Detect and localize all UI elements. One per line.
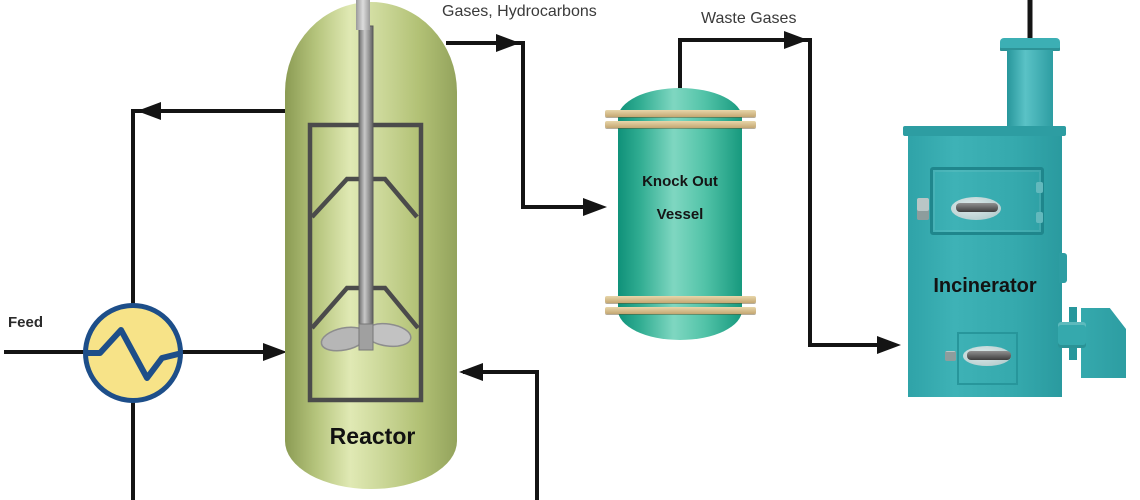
feed-arrowhead bbox=[263, 343, 287, 361]
door-hinge-icon bbox=[1036, 212, 1043, 223]
burner-housing-icon bbox=[1081, 308, 1126, 378]
gas-arrowhead-2 bbox=[583, 198, 607, 216]
reactor-internals bbox=[307, 25, 424, 403]
waste-gases-label: Waste Gases bbox=[701, 10, 797, 27]
impeller-icon bbox=[320, 322, 412, 352]
return-arrowhead bbox=[459, 363, 483, 381]
incinerator-stack-collar bbox=[1000, 38, 1060, 51]
waste-arrowhead-1 bbox=[784, 31, 808, 49]
gases-hydrocarbons-label: Gases, Hydrocarbons bbox=[442, 3, 597, 20]
agitator-shaft bbox=[358, 25, 374, 345]
return-line bbox=[463, 370, 539, 500]
upper-door-latch bbox=[917, 198, 929, 220]
gas-arrowhead-1 bbox=[496, 34, 520, 52]
upper-door-handle bbox=[956, 203, 998, 212]
heat-exchanger-zigzag bbox=[85, 327, 181, 381]
reactor-label: Reactor bbox=[329, 423, 416, 449]
knockout-vessel-label: Knock Out Vessel bbox=[618, 165, 742, 231]
waste-arrowhead-2 bbox=[877, 336, 901, 354]
incinerator-upper-door bbox=[930, 167, 1044, 235]
shaft-top-icon bbox=[356, 0, 370, 30]
incinerator-label: Incinerator bbox=[933, 275, 1037, 297]
vessel-band bbox=[605, 307, 756, 314]
incinerator-stack bbox=[1007, 50, 1053, 128]
gas-outlet-line bbox=[446, 41, 588, 209]
waste-gas-line bbox=[678, 38, 881, 347]
door-hinge-icon bbox=[1036, 182, 1043, 193]
feed-label: Feed bbox=[8, 314, 44, 331]
recycle-line bbox=[131, 109, 285, 500]
incinerator-lower-door bbox=[957, 332, 1018, 385]
knockout-label-line2: Vessel bbox=[656, 206, 704, 223]
incinerator-side-tab bbox=[1059, 253, 1067, 283]
vessel-band bbox=[605, 110, 756, 117]
lower-door-handle bbox=[967, 351, 1011, 360]
reactor-vessel bbox=[285, 2, 457, 489]
recycle-arrowhead bbox=[137, 102, 161, 120]
vessel-band bbox=[605, 296, 756, 303]
vessel-band bbox=[605, 121, 756, 128]
knockout-label-line1: Knock Out bbox=[642, 173, 718, 190]
heat-exchanger-icon bbox=[83, 303, 183, 403]
incinerator-lip bbox=[903, 126, 1066, 136]
burner-pipe-icon bbox=[1058, 322, 1086, 348]
lower-door-latch bbox=[945, 351, 956, 361]
